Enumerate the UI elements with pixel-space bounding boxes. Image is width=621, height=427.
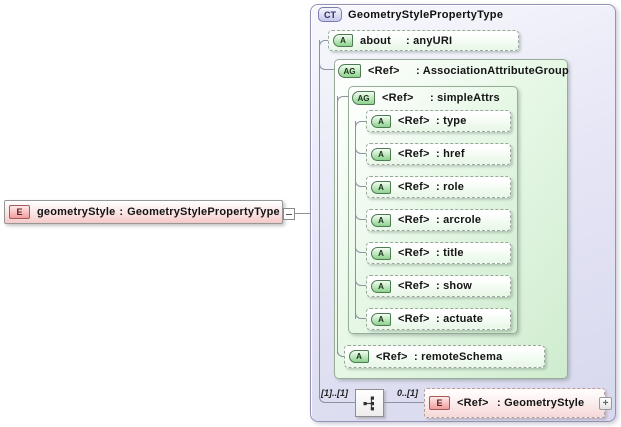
element-ref-name: <Ref> <box>457 397 489 409</box>
element-connector-line <box>295 213 320 214</box>
sequence-icon <box>363 396 374 411</box>
element-name: geometryStyle <box>37 206 116 218</box>
occurrence-label-sequence: [1]..[1] <box>321 388 348 398</box>
element-type: GeometryStylePropertyType <box>127 206 280 218</box>
attribute-type: : arcrole <box>436 214 482 226</box>
element-ref-node-geometrystyle[interactable]: E <Ref> : GeometryStyle <box>424 388 605 418</box>
tree-connector <box>355 121 356 319</box>
attribute-name: <Ref> <box>398 148 430 160</box>
attribute-node-type[interactable]: A <Ref> : type <box>366 110 511 132</box>
collapse-handle-icon[interactable] <box>283 208 295 220</box>
expand-button[interactable]: + <box>599 397 612 410</box>
tree-connector <box>355 121 367 129</box>
tree-connector <box>337 350 345 357</box>
attribute-badge: A <box>371 147 391 161</box>
attribute-type: : type <box>436 115 467 127</box>
element-badge: E <box>429 396 450 410</box>
attribute-type: : href <box>436 148 465 160</box>
attribute-name: <Ref> <box>398 313 430 325</box>
attribute-name: <Ref> <box>376 350 408 363</box>
attribute-node-about[interactable]: A about : anyURI <box>328 30 519 51</box>
attribute-badge: A <box>371 279 391 293</box>
separator: : <box>119 206 124 218</box>
tree-connector <box>355 213 367 220</box>
tree-connector <box>319 397 356 403</box>
complex-type-title: GeometryStylePropertyType <box>348 9 504 21</box>
attribute-badge: A <box>333 34 353 47</box>
tree-connector <box>319 40 320 398</box>
tree-connector <box>337 96 338 354</box>
element-node-geometrystyle[interactable]: E geometryStyle : GeometryStylePropertyT… <box>4 200 283 224</box>
attribute-node-remoteschema[interactable]: A <Ref> : remoteSchema <box>344 345 545 368</box>
occurrence-label-child: 0..[1] <box>397 388 419 398</box>
attribute-badge: A <box>349 350 369 363</box>
attribute-name: about <box>360 34 391 47</box>
attribute-group-type: : simpleAttrs <box>430 92 500 104</box>
attribute-node-href[interactable]: A <Ref> : href <box>366 143 511 165</box>
attribute-name: <Ref> <box>398 280 430 292</box>
tree-connector <box>319 40 329 48</box>
attribute-type: : actuate <box>436 313 484 325</box>
attribute-group-name: <Ref> <box>368 65 400 77</box>
minus-glyph <box>286 213 292 215</box>
tree-connector <box>337 96 349 104</box>
attribute-node-role[interactable]: A <Ref> : role <box>366 176 511 198</box>
tree-connector <box>355 279 367 286</box>
element-badge: E <box>9 205 30 219</box>
attribute-group-header: AG <Ref> : simpleAttrs <box>349 87 517 109</box>
attribute-badge: A <box>371 246 391 260</box>
attribute-name: <Ref> <box>398 247 430 259</box>
attribute-type: : anyURI <box>406 34 453 47</box>
attribute-node-arcrole[interactable]: A <Ref> : arcrole <box>366 209 511 231</box>
attribute-type: : role <box>436 181 465 193</box>
attribute-name: <Ref> <box>398 214 430 226</box>
tree-connector <box>355 246 367 253</box>
attribute-name: <Ref> <box>398 115 430 127</box>
attribute-group-badge: AG <box>338 64 361 78</box>
attribute-badge: A <box>371 312 391 326</box>
complex-type-badge: CT <box>318 7 342 22</box>
attribute-group-badge: AG <box>352 91 375 105</box>
tree-connector <box>355 180 367 187</box>
attribute-group-header: AG <Ref> : AssociationAttributeGroup <box>335 60 569 82</box>
attribute-badge: A <box>371 180 391 194</box>
attribute-group-type: : AssociationAttributeGroup <box>416 65 569 77</box>
sequence-compositor <box>355 389 384 417</box>
attribute-badge: A <box>371 213 391 227</box>
tree-connector <box>355 312 367 319</box>
attribute-type: : title <box>436 247 464 259</box>
attribute-badge: A <box>371 114 391 128</box>
tree-connector <box>355 147 367 154</box>
attribute-type: : show <box>436 280 473 292</box>
attribute-node-actuate[interactable]: A <Ref> : actuate <box>366 308 511 330</box>
tree-connector <box>319 63 335 70</box>
element-ref-type: : GeometryStyle <box>497 397 585 409</box>
attribute-name: <Ref> <box>398 181 430 193</box>
attribute-group-name: <Ref> <box>382 92 414 104</box>
attribute-type: : remoteSchema <box>414 350 503 363</box>
attribute-node-title[interactable]: A <Ref> : title <box>366 242 511 264</box>
child-connector-line <box>384 402 424 403</box>
attribute-node-show[interactable]: A <Ref> : show <box>366 275 511 297</box>
